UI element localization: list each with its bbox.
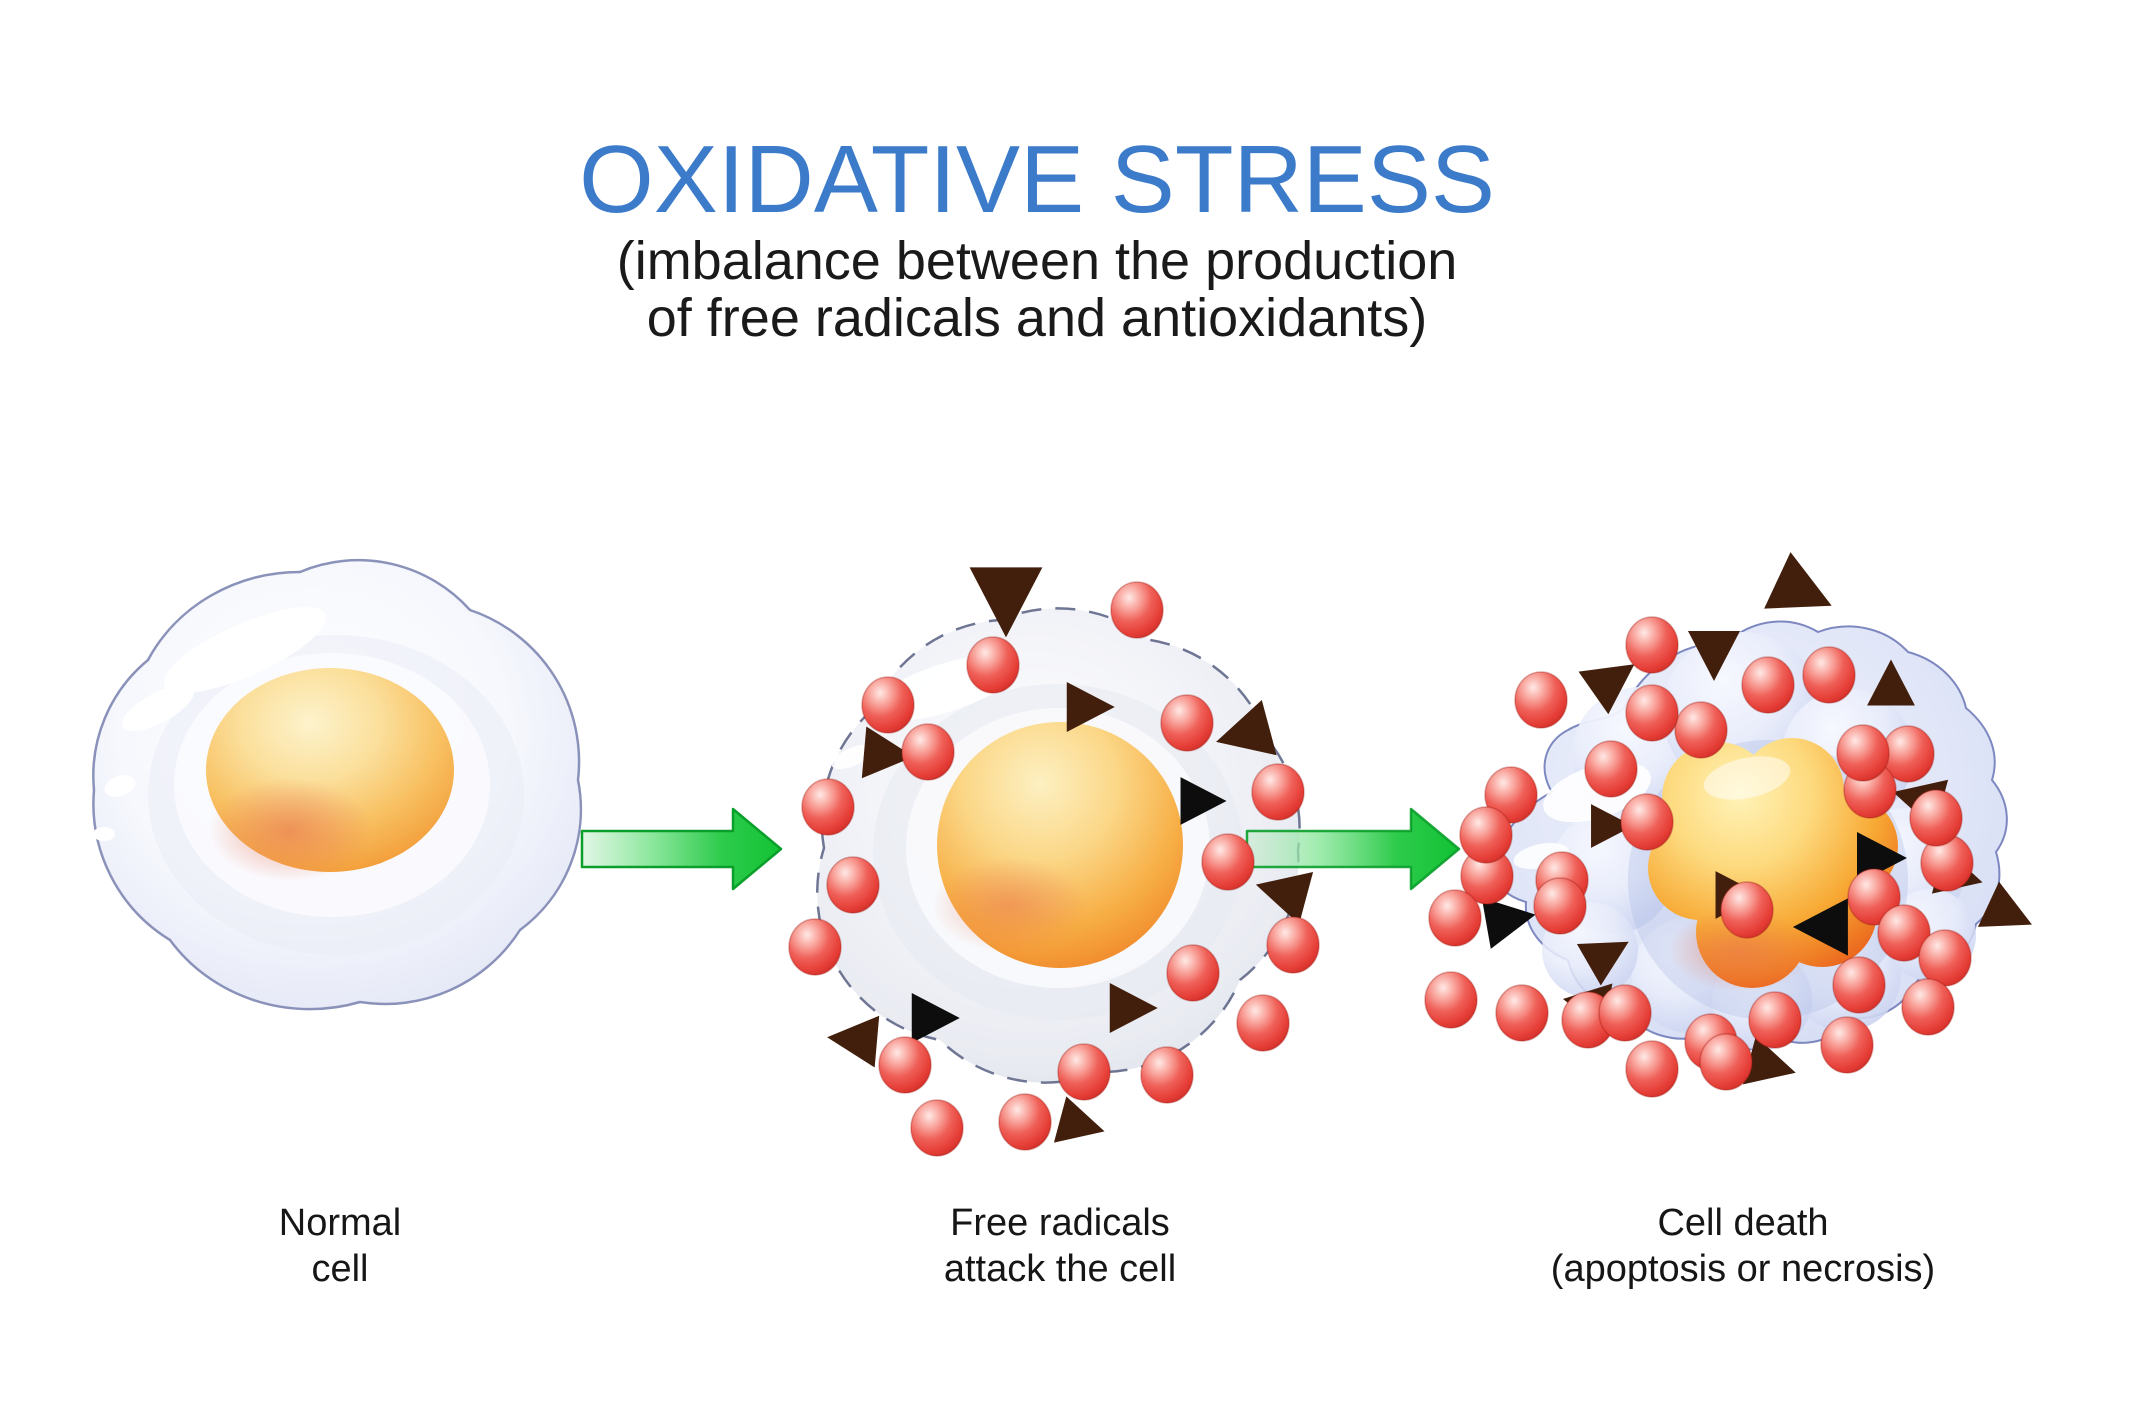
free-radical-sphere xyxy=(998,1093,1052,1151)
free-radical-sphere xyxy=(1057,1043,1111,1101)
antioxidant-triangle xyxy=(1591,804,1634,848)
antioxidant-triangle xyxy=(911,993,960,1043)
nucleus-highlight xyxy=(1703,756,1791,800)
free-radical-sphere xyxy=(1166,944,1220,1002)
free-radical-sphere xyxy=(1110,581,1164,639)
particles-layer xyxy=(788,552,2032,1157)
free-radical-sphere xyxy=(788,918,842,976)
antioxidant-triangle xyxy=(1053,1096,1105,1143)
free-radical-sphere xyxy=(801,778,855,836)
progress-arrow-1 xyxy=(580,807,783,891)
free-radical-sphere xyxy=(1625,684,1679,742)
free-radical-sphere xyxy=(1201,833,1255,891)
stage-label-line: cell xyxy=(311,1248,369,1290)
page-title: OXIDATIVE STRESS xyxy=(579,126,1495,233)
antioxidant-triangle xyxy=(1216,699,1277,756)
free-radical-sphere xyxy=(1802,646,1856,704)
free-radical-sphere xyxy=(966,636,1020,694)
antioxidant-triangle xyxy=(1255,871,1314,925)
antioxidant-triangle xyxy=(1742,1036,1796,1085)
free-radical-sphere xyxy=(878,1036,932,1094)
nucleus-blush xyxy=(932,857,1088,953)
antioxidant-triangle xyxy=(861,726,914,779)
antioxidant-triangle xyxy=(827,1015,880,1068)
free-radical-sphere xyxy=(1901,978,1955,1036)
free-radical-sphere xyxy=(1140,1046,1194,1104)
free-radical-sphere xyxy=(1620,793,1674,851)
free-radical-sphere xyxy=(1625,616,1679,674)
free-radical-sphere xyxy=(1918,929,1972,987)
free-radical-sphere xyxy=(1832,956,1886,1014)
free-radical-sphere xyxy=(1266,916,1320,974)
antioxidant-triangle xyxy=(1688,631,1740,681)
free-radical-sphere xyxy=(1598,984,1652,1042)
free-radical-sphere xyxy=(910,1099,964,1157)
antioxidant-triangle xyxy=(1578,664,1635,715)
free-radical-sphere xyxy=(1820,1016,1874,1074)
free-radical-sphere xyxy=(1584,740,1638,798)
stage-label-normal-cell: Normal cell xyxy=(140,1200,540,1292)
free-radical-sphere xyxy=(1495,984,1549,1042)
antioxidant-triangle xyxy=(1977,881,2032,927)
free-radical-sphere xyxy=(1428,889,1482,947)
free-radical-sphere xyxy=(901,723,955,781)
antioxidant-triangle xyxy=(1180,777,1227,825)
stage-label-cell-death: Cell death (apoptosis or necrosis) xyxy=(1468,1200,2018,1292)
subtitle-line-1: (imbalance between the production xyxy=(616,231,1458,291)
free-radical-sphere xyxy=(1251,763,1305,821)
free-radical-sphere xyxy=(1836,724,1890,782)
free-radical-sphere xyxy=(1459,806,1513,864)
free-radical-sphere xyxy=(1909,789,1963,847)
subtitle-line-2: of free radicals and antioxidants) xyxy=(646,288,1428,348)
membrane-highlight xyxy=(121,685,195,731)
free-radical-sphere xyxy=(1424,971,1478,1029)
free-radical-sphere xyxy=(826,856,880,914)
antioxidant-triangle xyxy=(1792,898,1848,956)
free-radical-sphere xyxy=(1514,671,1568,729)
antioxidant-triangle xyxy=(969,567,1043,638)
normal-cell-graphic xyxy=(92,558,583,1011)
antioxidant-triangle xyxy=(1867,659,1915,706)
membrane-highlight xyxy=(93,827,115,841)
nucleus-blush xyxy=(208,778,372,882)
stage-label-line: (apoptosis or necrosis) xyxy=(1550,1248,1936,1290)
free-radical-sphere xyxy=(1847,868,1901,926)
antioxidant-triangle xyxy=(1109,983,1158,1033)
free-radical-sphere xyxy=(1720,881,1774,939)
free-radical-sphere xyxy=(1160,694,1214,752)
free-radical-sphere xyxy=(1699,1033,1753,1091)
antioxidant-triangle xyxy=(1764,552,1832,609)
antioxidant-triangle xyxy=(1066,682,1115,732)
stage-label-line: Free radicals xyxy=(950,1202,1170,1244)
free-radical-sphere xyxy=(1484,766,1538,824)
free-radical-sphere xyxy=(1877,904,1931,962)
membrane-highlight xyxy=(104,775,136,797)
free-radical-sphere xyxy=(1674,701,1728,759)
page-subtitle: (imbalance between the production of fre… xyxy=(237,233,1837,347)
free-radical-sphere xyxy=(861,676,915,734)
nucleus-blush xyxy=(1668,908,1812,992)
stage-label-line: attack the cell xyxy=(943,1248,1177,1290)
stage-label-line: Normal xyxy=(278,1202,402,1244)
stage-label-free-radicals: Free radicals attack the cell xyxy=(860,1200,1260,1292)
membrane-highlight xyxy=(831,744,873,770)
membrane-highlight xyxy=(163,607,327,693)
progress-arrow-2 xyxy=(1245,807,1461,891)
stage-label-line: Cell death xyxy=(1657,1202,1829,1244)
antioxidant-triangle xyxy=(1576,941,1629,986)
antioxidant-triangle xyxy=(1481,897,1536,949)
free-radical-sphere xyxy=(1533,877,1587,935)
free-radical-sphere xyxy=(1625,1040,1679,1098)
free-radical-sphere xyxy=(1748,991,1802,1049)
free-radical-sphere xyxy=(1741,656,1795,714)
free-radical-sphere xyxy=(1236,994,1290,1052)
